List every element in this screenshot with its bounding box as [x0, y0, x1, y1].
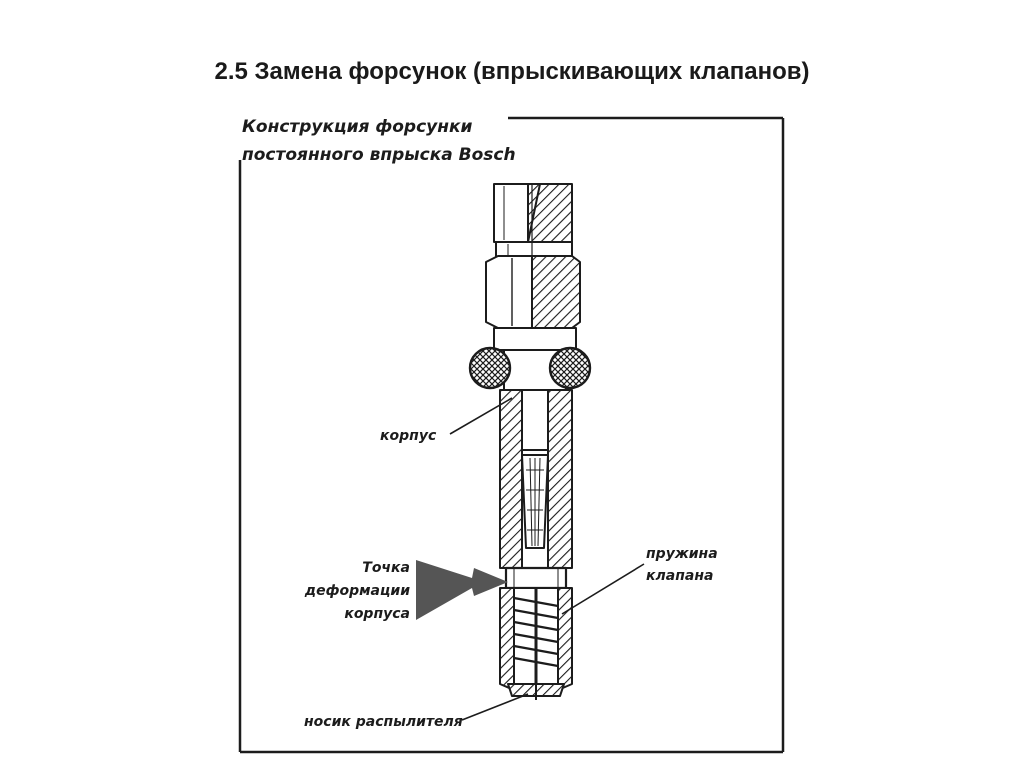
- o-ring-left: [468, 346, 512, 390]
- figure-frame: [238, 116, 785, 754]
- deformation-arrow: [416, 560, 508, 620]
- label-nozzle-group: носик распылителя: [304, 693, 529, 730]
- label-body: корпус: [380, 428, 437, 444]
- leader-spring: [561, 563, 645, 615]
- hex-nut-left: [485, 255, 533, 329]
- body-wall-left: [499, 389, 523, 569]
- injector-drawing: [468, 183, 592, 700]
- top-fitting-left: [493, 183, 529, 243]
- label-spring-line1: пружина: [646, 546, 718, 562]
- label-deform-group: Точка деформации корпуса: [304, 560, 508, 622]
- label-spring-group: пружина клапана: [561, 546, 718, 615]
- lower-wall-left: [499, 587, 515, 691]
- leader-nozzle: [461, 693, 529, 721]
- label-body-group: корпус: [380, 397, 513, 444]
- label-nozzle: носик распылителя: [304, 714, 463, 730]
- lower-wall-right: [557, 587, 573, 691]
- figure-caption-line2: постоянного впрыска Bosch: [242, 145, 516, 165]
- hex-nut-right: [531, 255, 581, 329]
- o-ring-right: [548, 346, 592, 390]
- label-deform-line3: корпуса: [344, 606, 410, 622]
- label-deform-line2: деформации: [304, 583, 410, 599]
- slide-title: 2.5 Замена форсунок (впрыскивающих клапа…: [214, 58, 810, 85]
- figure-caption-line1: Конструкция форсунки: [242, 117, 473, 137]
- label-deform-line1: Точка: [362, 560, 410, 576]
- body-wall-right: [547, 389, 573, 569]
- label-spring-line2: клапана: [646, 568, 713, 584]
- leader-body: [449, 397, 513, 435]
